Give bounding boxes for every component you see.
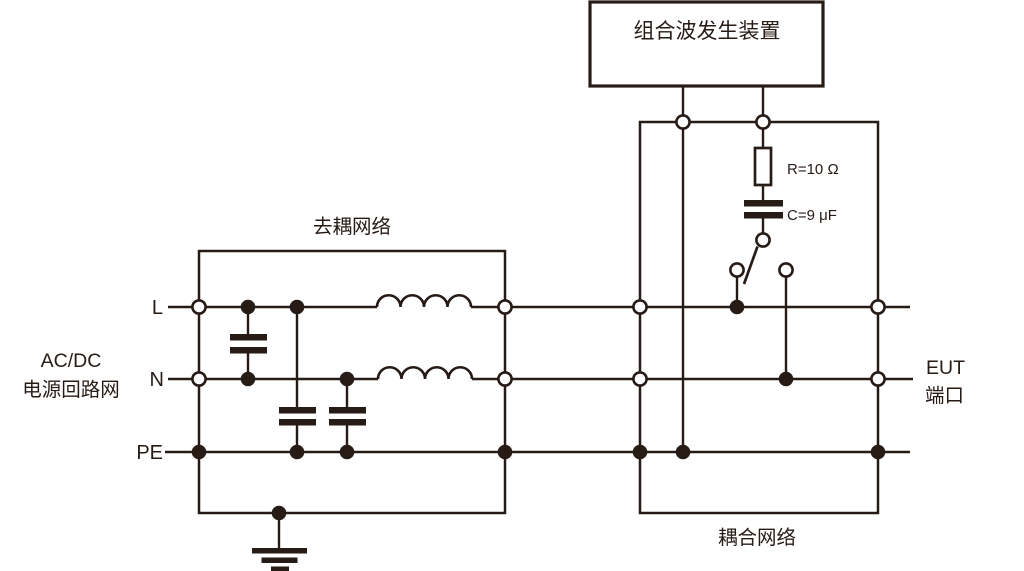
switch-contact-n xyxy=(778,262,794,278)
switch-contact-l xyxy=(729,262,745,278)
resistor-symbol xyxy=(753,146,773,187)
conductor-label-n: N xyxy=(150,369,164,391)
series-capacitor-symbol xyxy=(744,200,783,219)
terminal-generator-output-right xyxy=(755,114,771,130)
terminal-coupling-left-l xyxy=(632,299,648,315)
capacitor-value-label: C=9 μF xyxy=(787,207,837,224)
capacitor-n-pe-symbol xyxy=(329,407,366,426)
combination-wave-generator-box xyxy=(588,0,825,88)
earth-ground-icon xyxy=(252,548,307,571)
switch-blade xyxy=(742,246,759,285)
capacitor-l-n-symbol xyxy=(230,334,267,354)
source-port-label-line2: 电源回路网 xyxy=(22,379,120,401)
inductor-l-symbol xyxy=(375,294,473,308)
selector-switch-symbol xyxy=(742,246,759,285)
eut-port-label-line2: 端口 xyxy=(925,385,964,407)
inductor-n-symbol xyxy=(376,366,474,380)
terminal-decoupling-left-l xyxy=(191,299,207,315)
terminal-decoupling-right-n xyxy=(497,371,513,387)
terminal-coupling-right-l xyxy=(870,299,886,315)
terminal-generator-output-left xyxy=(675,114,691,130)
conductor-label-pe: PE xyxy=(136,442,163,464)
source-port-label-line1: AC/DC xyxy=(41,350,102,372)
resistor-value-label: R=10 Ω xyxy=(787,161,839,178)
capacitor-l-pe-symbol xyxy=(279,407,316,426)
terminal-decoupling-left-n xyxy=(191,371,207,387)
conductor-wires xyxy=(165,86,913,549)
junction-dots xyxy=(191,299,886,521)
terminal-coupling-right-n xyxy=(870,371,886,387)
terminal-circles xyxy=(191,114,886,387)
generator-label: 组合波发生装置 xyxy=(634,20,781,43)
conductor-label-l: L xyxy=(152,297,163,319)
terminal-decoupling-right-l xyxy=(497,299,513,315)
eut-port-label-line1: EUT xyxy=(926,357,965,379)
switch-common-contact xyxy=(755,232,771,248)
decoupling-network-label: 去耦网络 xyxy=(313,216,391,238)
coupling-network-label: 耦合网络 xyxy=(718,527,796,549)
terminal-coupling-left-n xyxy=(632,371,648,387)
